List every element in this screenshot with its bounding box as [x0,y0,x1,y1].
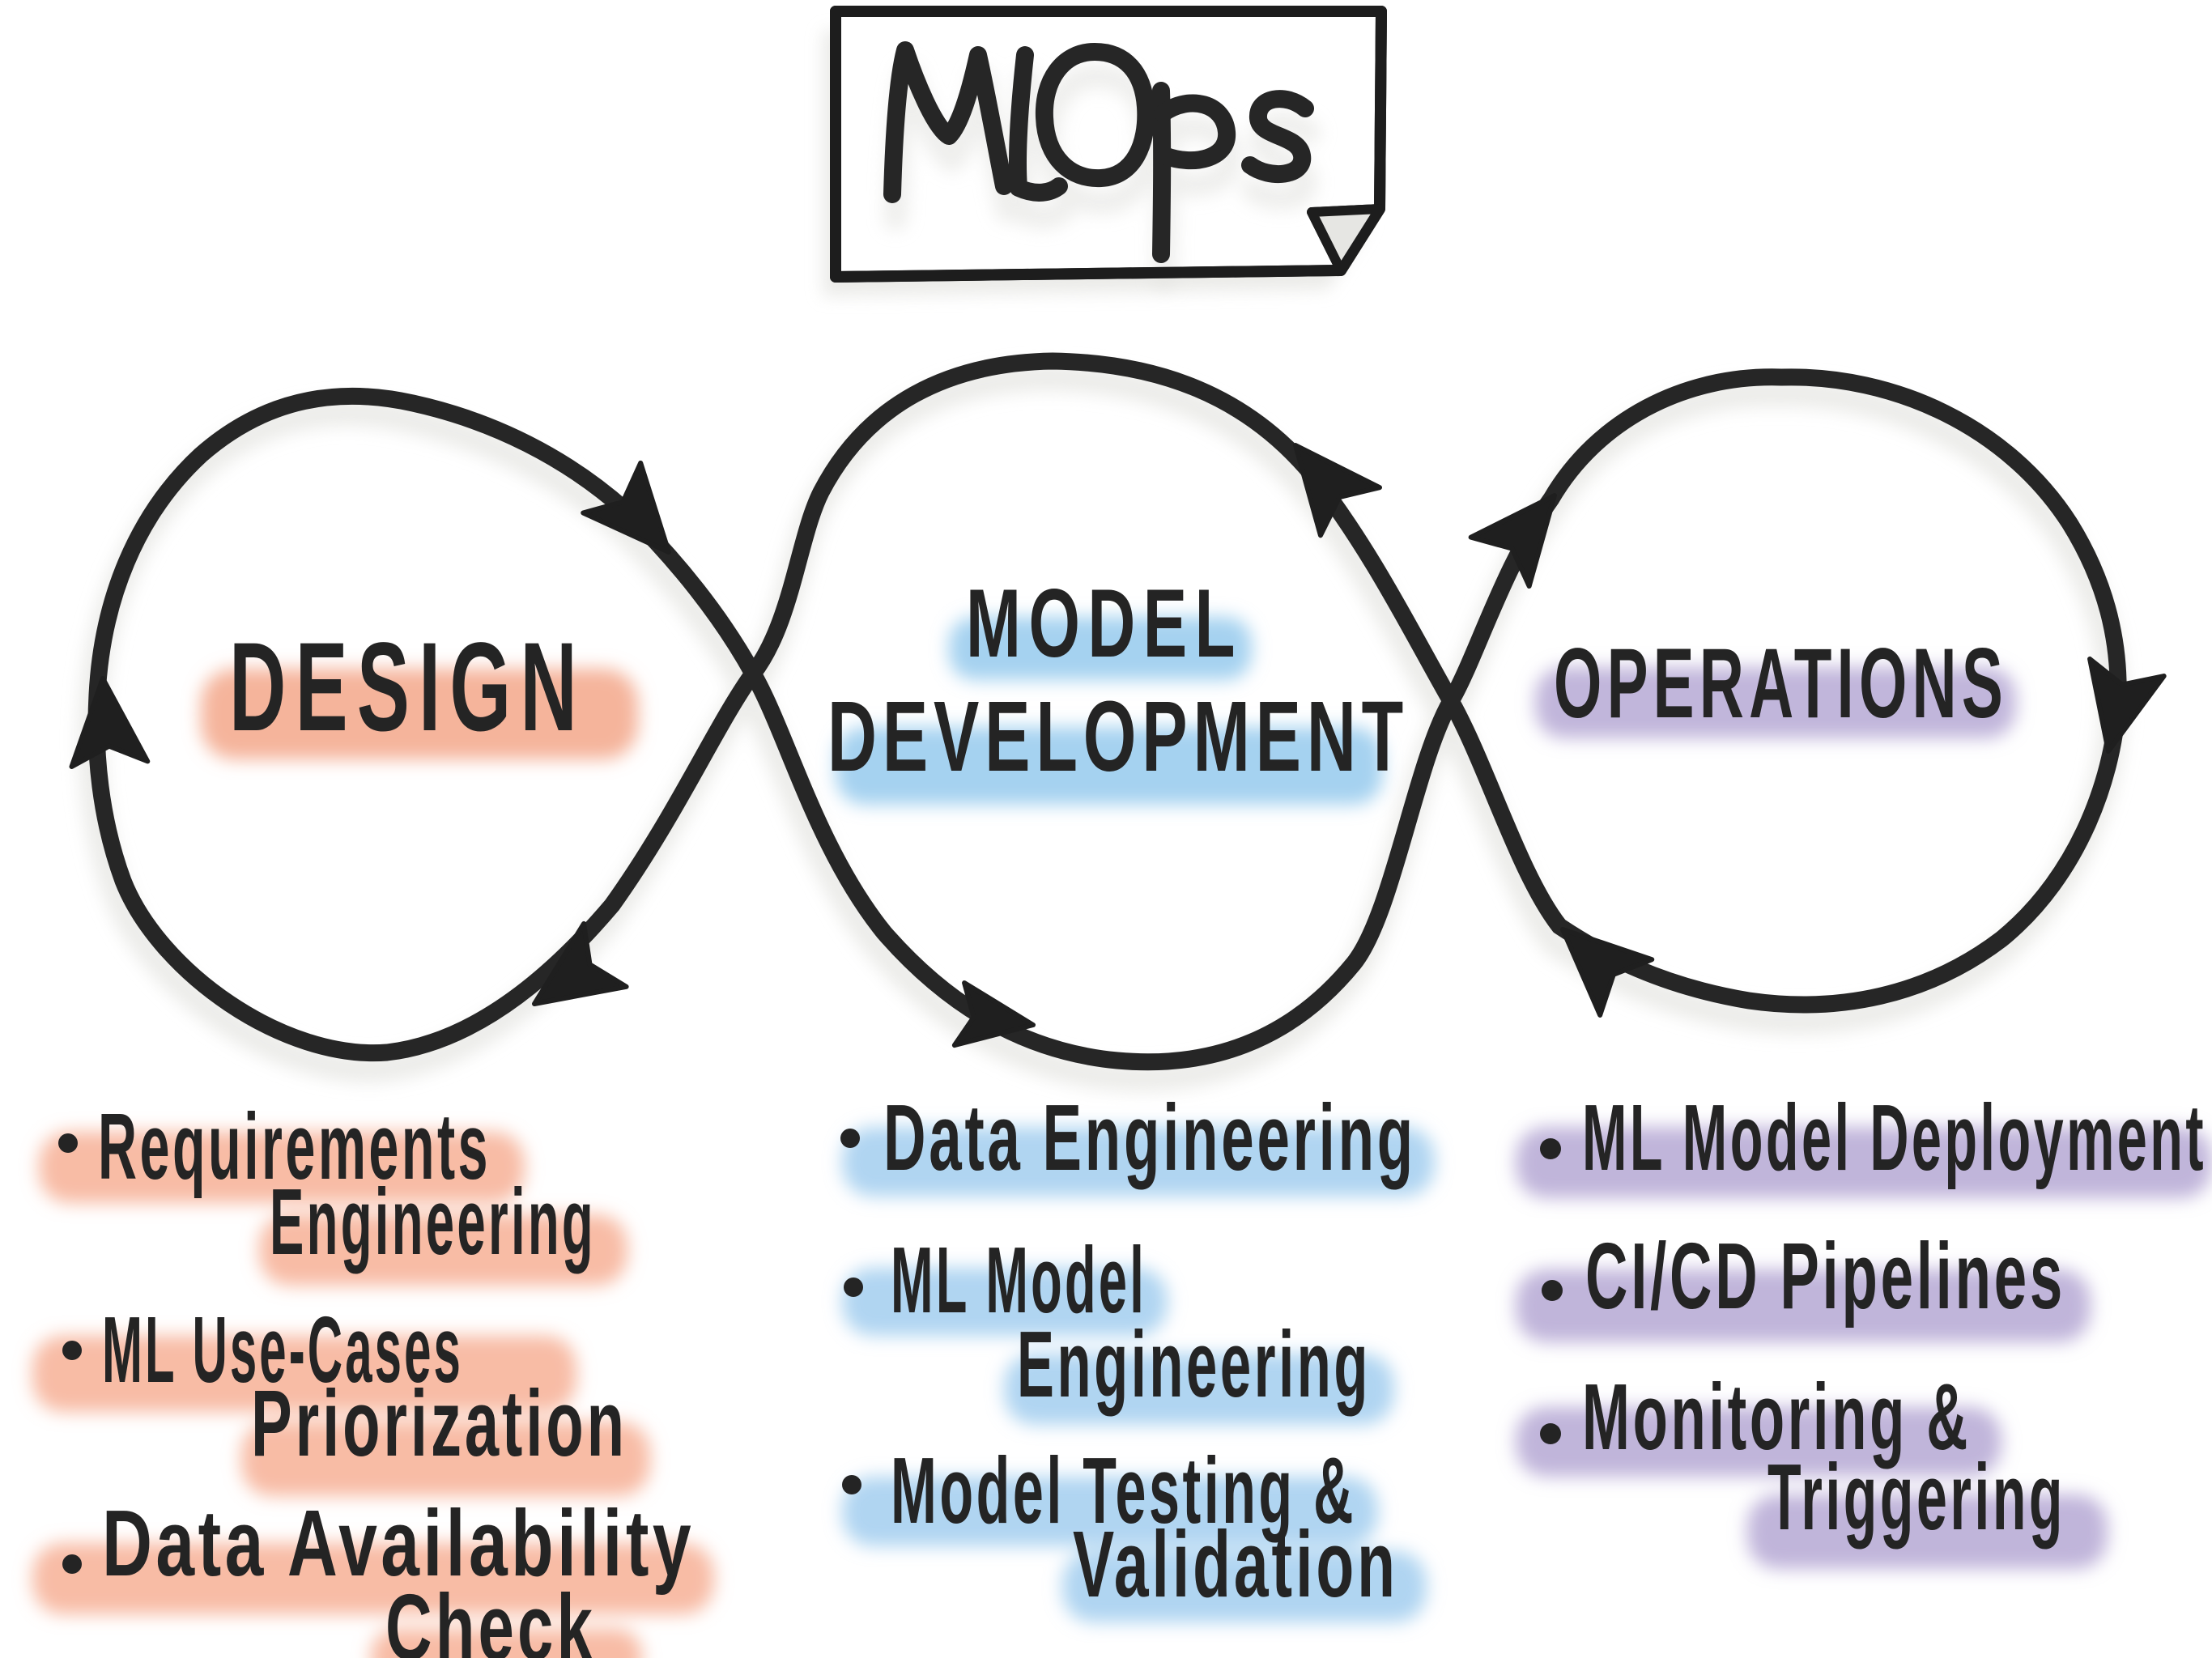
svg-text:DESIGN: DESIGN [229,615,586,757]
svg-text:DEVELOPMENT: DEVELOPMENT [827,682,1409,792]
svg-text:MODEL: MODEL [966,568,1243,678]
svg-text:Validation: Validation [1073,1511,1398,1617]
svg-text:OPERATIONS: OPERATIONS [1554,627,2008,738]
svg-text:ML Model Deployment: ML Model Deployment [1582,1086,2206,1191]
svg-text:Data Engineering: Data Engineering [883,1085,1416,1191]
svg-text:Model Testing &: Model Testing & [891,1439,1356,1543]
svg-text:CI/CD Pipelines: CI/CD Pipelines [1585,1223,2065,1329]
svg-text:Priorization: Priorization [251,1371,627,1476]
svg-text:Data Availability: Data Availability [102,1490,695,1596]
svg-text:Triggering: Triggering [1767,1445,2065,1550]
svg-text:ML Model: ML Model [891,1226,1146,1332]
svg-text:Engineering: Engineering [270,1169,596,1274]
svg-text:ML Use-Cases: ML Use-Cases [102,1296,463,1402]
svg-text:Engineering: Engineering [1017,1313,1371,1418]
svg-text:Monitoring &: Monitoring & [1582,1365,1971,1469]
svg-text:Requirements: Requirements [98,1095,491,1200]
svg-text:Check: Check [385,1575,596,1658]
